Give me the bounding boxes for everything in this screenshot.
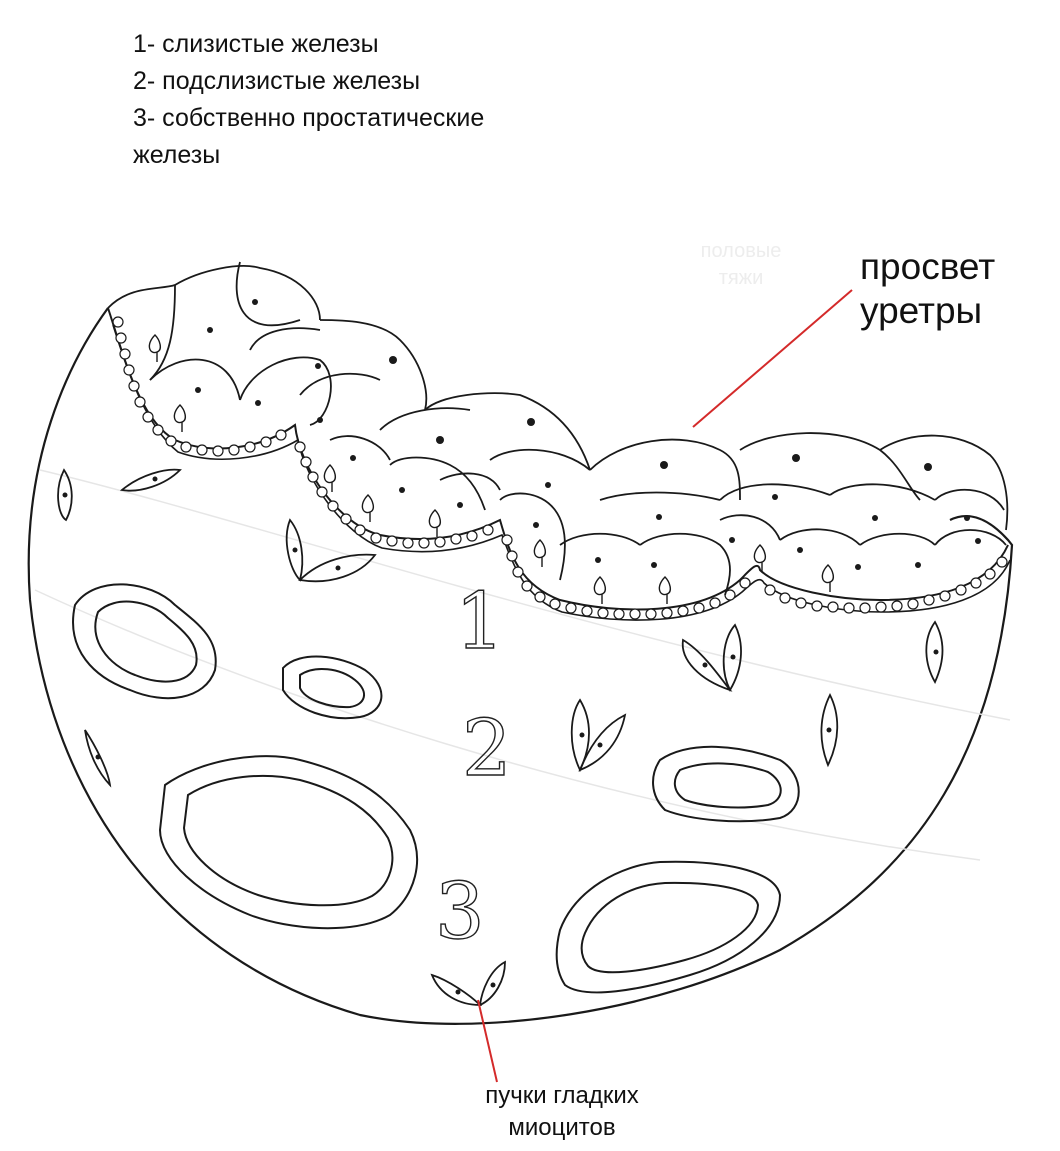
myocytes-label-line1: пучки гладких — [485, 1082, 639, 1109]
myocytes-label: пучки гладких миоцитов — [462, 1080, 662, 1144]
urethra-lumen-label-line2: уретры — [860, 290, 983, 331]
gland-prostatic-1 — [158, 755, 418, 930]
legend-item-2: 2- подслизистые железы — [133, 67, 421, 95]
zone-boundary-2 — [34, 589, 981, 861]
gland-submucous-1 — [282, 655, 383, 720]
pointer-line-lumen — [692, 289, 853, 428]
zone-boundary-1 — [39, 469, 1011, 721]
faint-label-line1: половые — [700, 240, 782, 262]
myocytes-label-line2: миоцитов — [508, 1114, 616, 1141]
zone-number-1: 1 — [455, 577, 505, 667]
umbrella-cells — [107, 261, 1009, 596]
zone-number-3: 3 — [435, 867, 485, 957]
epithelium-beads — [112, 316, 1008, 620]
myocyte-nuclei — [62, 476, 939, 995]
faint-label-line2: тяжи — [718, 267, 764, 289]
urethra-lumen-label: просвет уретры — [860, 245, 995, 333]
legend-item-3-continued: железы — [133, 141, 221, 169]
section-outline — [27, 307, 1014, 1025]
gland-submucous-2 — [652, 745, 800, 823]
legend-item-1: 1- слизистые железы — [133, 30, 379, 58]
urethra-lumen-label-line1: просвет — [860, 246, 996, 287]
epithelium-outer — [107, 307, 1009, 611]
goblet-cells — [148, 334, 835, 604]
gland-prostatic-2 — [555, 860, 782, 994]
cell-nuclei — [195, 299, 981, 570]
pointer-line-myocytes — [477, 999, 498, 1083]
faint-label: половые тяжи — [686, 238, 796, 292]
myocyte-bundles — [57, 468, 944, 1007]
legend-item-3: 3- собственно простатические — [133, 104, 485, 132]
gland-mucous-1 — [72, 583, 217, 700]
legend: 1- слизистые железы 2- подслизистые желе… — [133, 26, 484, 174]
zone-number-2: 2 — [462, 704, 512, 794]
